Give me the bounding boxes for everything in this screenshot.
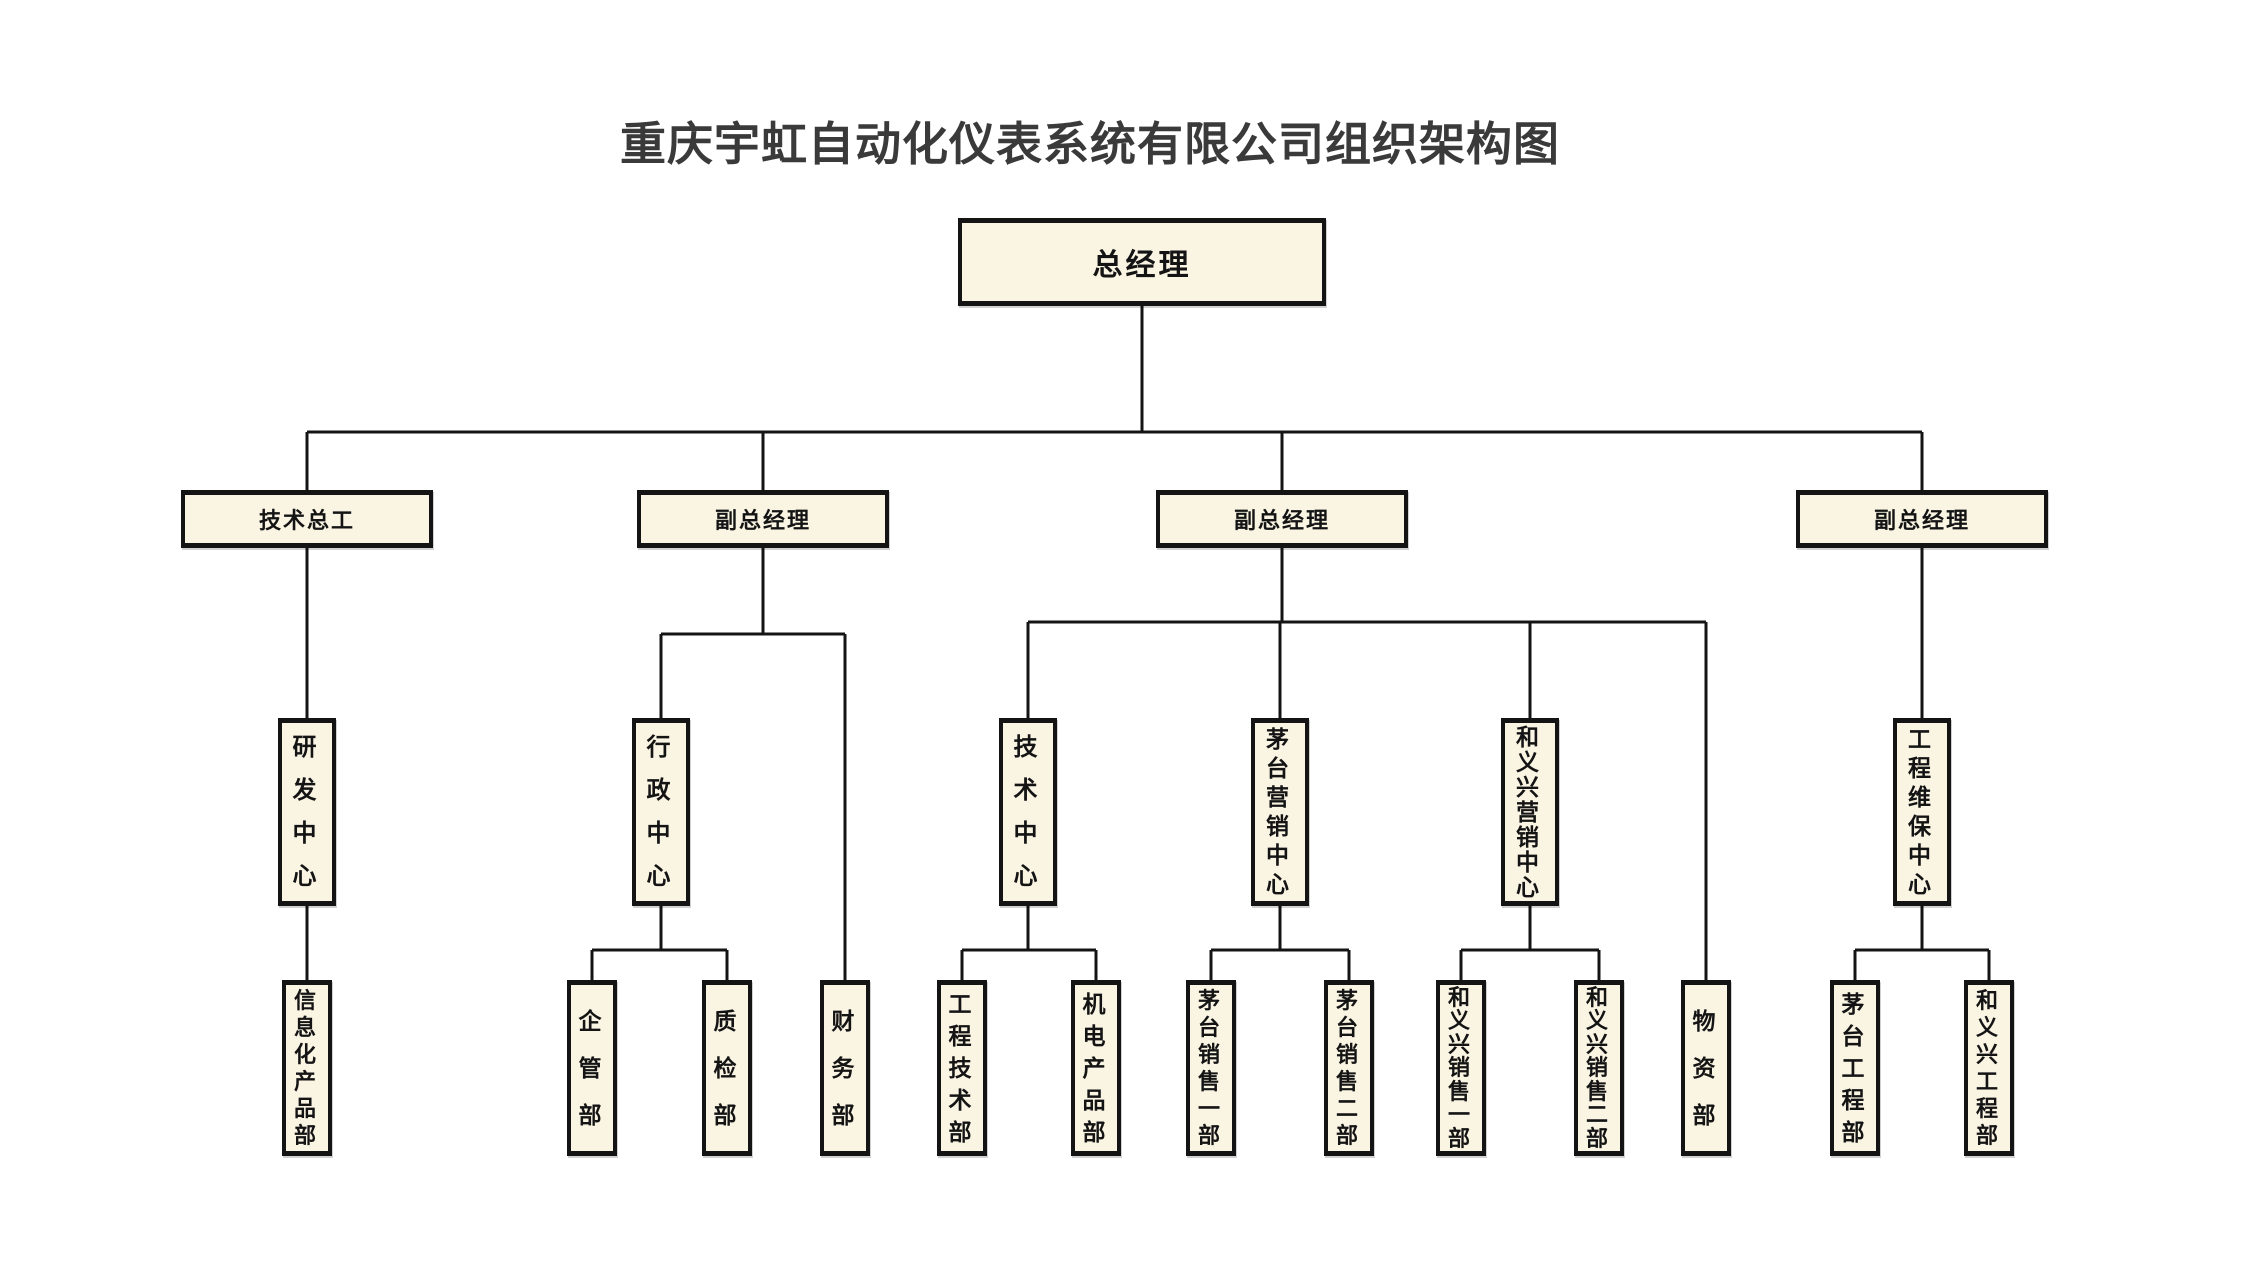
node-label: 副总经理: [1873, 508, 1970, 533]
node-rd-center: 研发中心: [278, 718, 336, 906]
node-label: 行政中心: [646, 734, 676, 890]
node-label: 和义兴营销中心: [1516, 723, 1544, 900]
node-finance-dept: 财务部: [820, 980, 870, 1156]
node-label: 企管部: [578, 1007, 606, 1128]
node-label: 茅台销售一部: [1197, 988, 1224, 1148]
node-label: 茅台销售二部: [1335, 988, 1362, 1148]
node-general-manager: 总经理: [958, 218, 1326, 306]
node-label: 工程维保中心: [1908, 726, 1936, 897]
node-heyixing-engineering-dept: 和义兴工程部: [1964, 980, 2014, 1156]
node-tech-center: 技术中心: [999, 718, 1057, 906]
node-quality-inspection-dept: 质检部: [702, 980, 752, 1156]
node-tech-chief-engineer: 技术总工: [181, 490, 433, 548]
node-deputy-gm-1: 副总经理: [637, 490, 889, 548]
node-label: 总经理: [1092, 249, 1192, 282]
node-label: 机电产品部: [1082, 991, 1110, 1145]
node-materials-dept: 物资部: [1681, 980, 1731, 1156]
node-maotai-marketing-center: 茅台营销中心: [1251, 718, 1309, 906]
page-title: 重庆宇虹自动化仪表系统有限公司组织架构图: [620, 118, 1560, 170]
node-deputy-gm-2: 副总经理: [1156, 490, 1408, 548]
node-label: 财务部: [831, 1007, 859, 1128]
node-label: 工程技术部: [948, 991, 976, 1145]
node-info-products-dept: 信息化产品部: [282, 980, 332, 1156]
node-label: 信息化产品部: [293, 988, 320, 1148]
node-admin-center: 行政中心: [632, 718, 690, 906]
node-label: 和义兴工程部: [1975, 988, 2002, 1148]
node-engineering-tech-dept: 工程技术部: [937, 980, 987, 1156]
node-label: 茅台营销中心: [1266, 726, 1294, 897]
node-label: 茅台工程部: [1841, 991, 1869, 1145]
node-label: 物资部: [1692, 1007, 1720, 1128]
node-label: 和义兴销售一部: [1447, 984, 1474, 1151]
node-label: 副总经理: [1233, 508, 1330, 533]
node-heyixing-sales-dept-1: 和义兴销售一部: [1436, 980, 1486, 1156]
node-maotai-engineering-dept: 茅台工程部: [1830, 980, 1880, 1156]
node-maotai-sales-dept-2: 茅台销售二部: [1324, 980, 1374, 1156]
node-enterprise-mgmt-dept: 企管部: [567, 980, 617, 1156]
node-heyixing-marketing-center: 和义兴营销中心: [1501, 718, 1559, 906]
node-deputy-gm-3: 副总经理: [1796, 490, 2048, 548]
node-label: 质检部: [713, 1007, 741, 1128]
node-maotai-sales-dept-1: 茅台销售一部: [1186, 980, 1236, 1156]
connector: [305, 306, 1991, 980]
node-engineering-maintenance-center: 工程维保中心: [1893, 718, 1951, 906]
node-label: 和义兴销售二部: [1585, 984, 1612, 1151]
node-heyixing-sales-dept-2: 和义兴销售二部: [1574, 980, 1624, 1156]
node-label: 研发中心: [292, 734, 322, 890]
node-label: 副总经理: [714, 508, 811, 533]
node-label: 技术总工: [258, 508, 355, 533]
node-label: 技术中心: [1013, 734, 1043, 890]
node-electromech-products-dept: 机电产品部: [1071, 980, 1121, 1156]
